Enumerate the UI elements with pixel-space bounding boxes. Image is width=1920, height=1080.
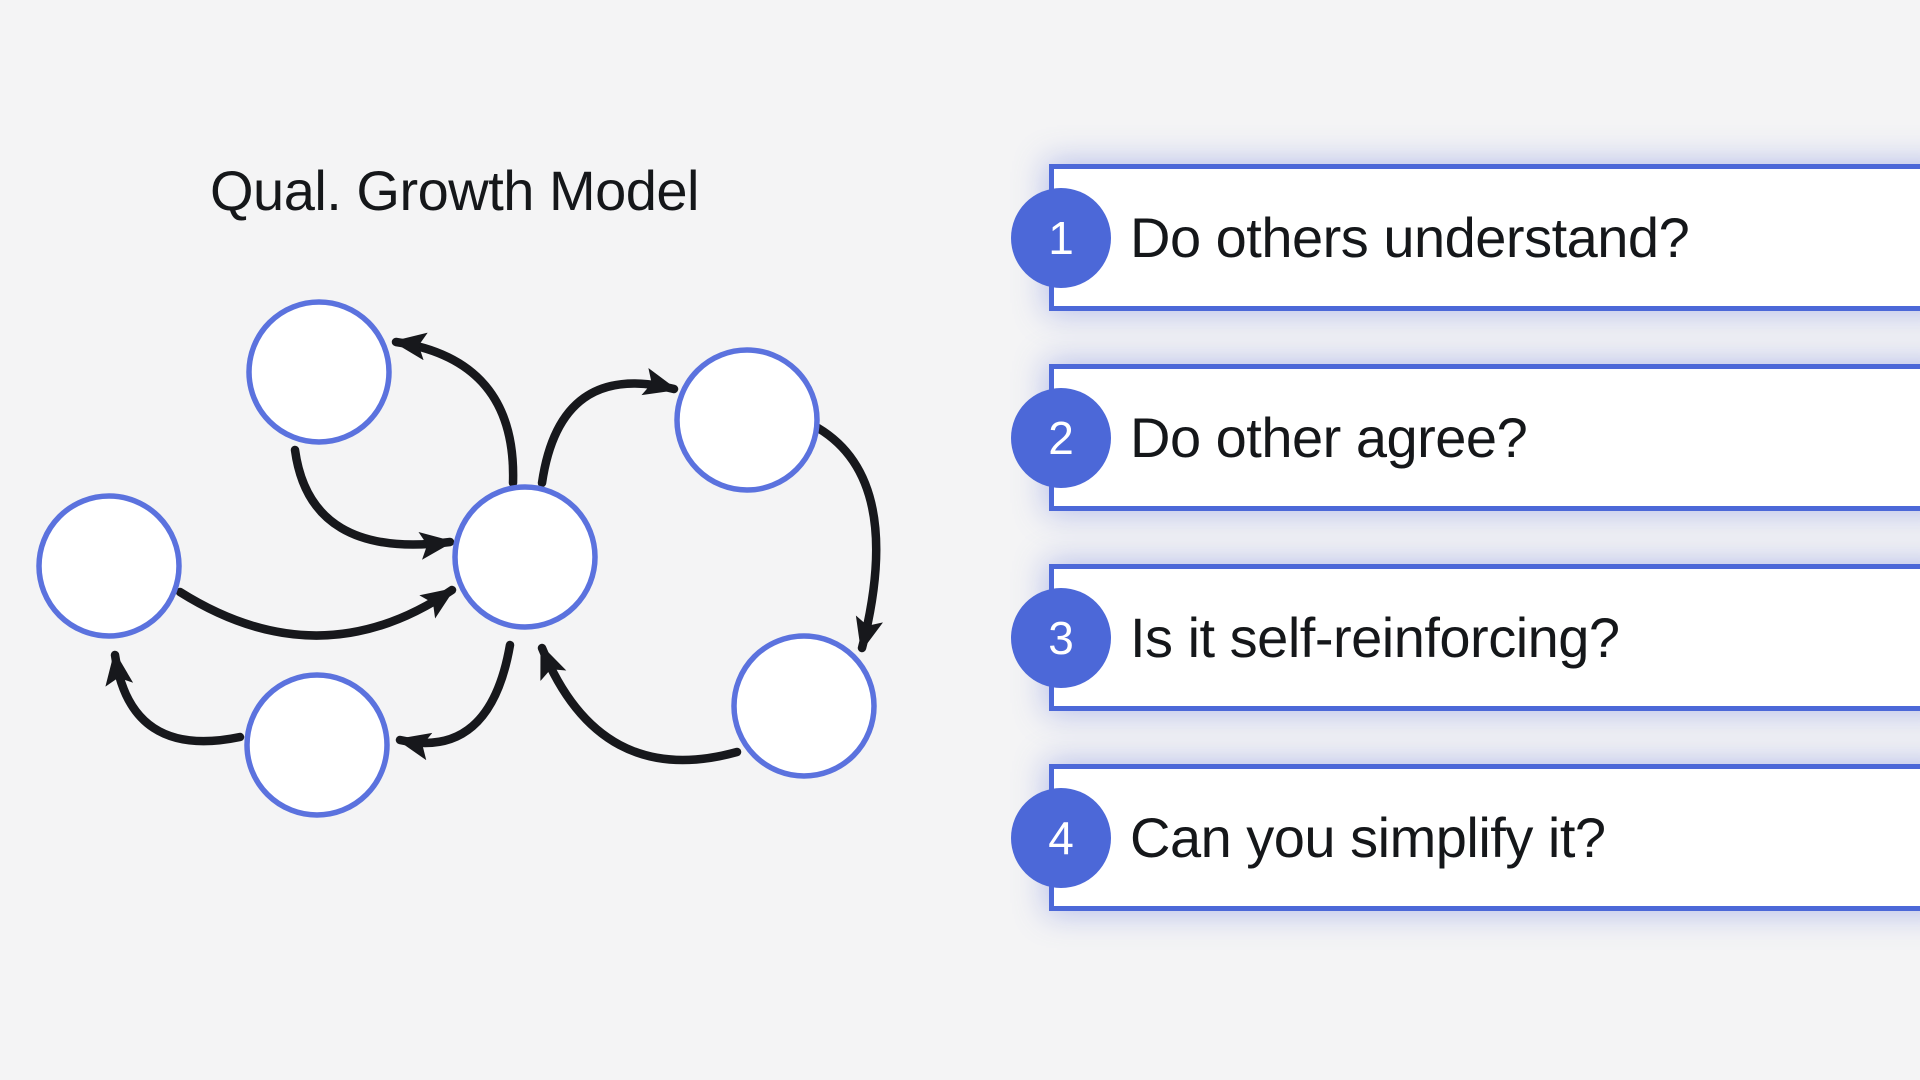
arrow-top-right-to-bottom-right <box>813 423 883 653</box>
arrow-center-to-bottom-center <box>395 640 515 761</box>
checklist-card-1: 1 Do others understand? <box>1011 164 1920 311</box>
node-bottom-center <box>244 672 390 818</box>
checklist-card-3: 3 Is it self-reinforcing? <box>1011 564 1920 711</box>
arrow-top-left-to-center <box>290 445 455 560</box>
checklist-question: Is it self-reinforcing? <box>1130 606 1620 669</box>
checklist-question: Do others understand? <box>1130 206 1690 269</box>
arrow-left-to-center <box>175 585 457 640</box>
checklist-card-2: 2 Do other agree? <box>1011 364 1920 511</box>
node-top-left <box>246 299 392 445</box>
node-center <box>452 484 598 630</box>
checklist-card-4: 4 Can you simplify it? <box>1011 764 1920 911</box>
diagram-title: Qual. Growth Model <box>210 159 699 222</box>
node-left <box>36 493 182 639</box>
checklist-question: Do other agree? <box>1130 406 1528 469</box>
arrow-center-to-top-left <box>391 332 518 488</box>
checklist-question: Can you simplify it? <box>1130 806 1606 869</box>
arrow-bottom-right-to-center <box>537 643 742 765</box>
node-layer <box>36 299 877 818</box>
step-number-badge: 1 <box>1011 187 1111 288</box>
step-number-badge: 3 <box>1011 587 1111 688</box>
arrow-layer <box>105 332 883 765</box>
arrow-center-to-top-right <box>537 368 679 488</box>
node-top-right <box>674 347 820 493</box>
arrow-bottom-center-to-left <box>105 650 245 746</box>
step-number-badge: 4 <box>1011 787 1111 888</box>
step-number-badge: 2 <box>1011 387 1111 488</box>
node-bottom-right <box>731 633 877 779</box>
